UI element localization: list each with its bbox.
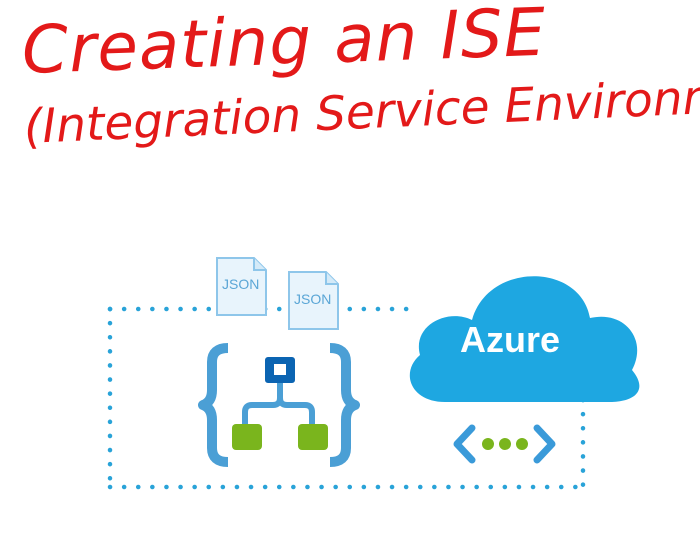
azure-label: Azure bbox=[460, 319, 560, 360]
logic-app-icon bbox=[198, 343, 360, 467]
json-doc-label-2: JSON bbox=[294, 291, 331, 307]
azure-cloud-icon: Azure bbox=[409, 276, 640, 402]
vnet-icon bbox=[453, 424, 556, 464]
json-doc-icon: JSON bbox=[216, 257, 267, 316]
json-doc-label-1: JSON bbox=[222, 276, 259, 292]
json-doc-icon: JSON bbox=[288, 271, 339, 330]
